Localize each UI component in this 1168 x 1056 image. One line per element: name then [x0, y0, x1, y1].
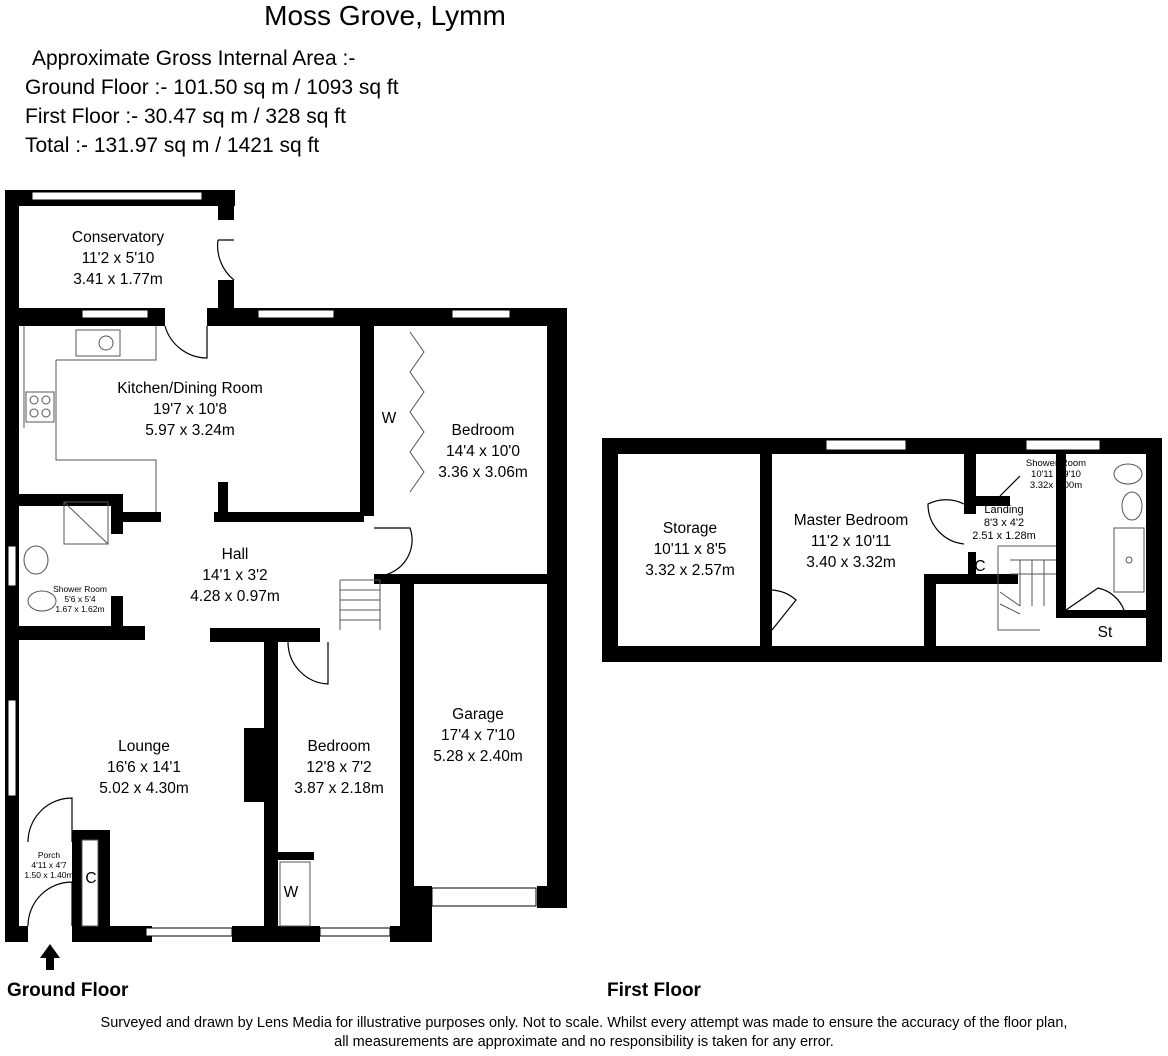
- first-floor-fixtures: [997, 463, 1145, 631]
- ground-floor-label: Ground Floor: [7, 980, 129, 1001]
- area-ground: Ground Floor :- 101.50 sq m / 1093 sq ft: [25, 76, 399, 99]
- room-metric: 1.67 x 1.62m: [55, 604, 105, 614]
- first-floor-windows: [825, 439, 1101, 451]
- entrance-arrow: [40, 944, 60, 970]
- first-floor-doors: [771, 475, 1125, 631]
- room-metric: 1.50 x 1.40m: [24, 870, 74, 880]
- room-name: Conservatory: [71, 229, 165, 246]
- area-first: First Floor :- 30.47 sq m / 328 sq ft: [25, 105, 346, 128]
- store-mark: St: [1097, 624, 1113, 641]
- room-name: Shower Room: [53, 584, 107, 594]
- room-name: Bedroom: [307, 738, 371, 755]
- room-metric: 3.32 x 2.57m: [645, 562, 735, 579]
- room-name: Lounge: [118, 738, 170, 755]
- wardrobe-mark-1: W: [381, 410, 397, 427]
- room-name: Bedroom: [451, 422, 515, 439]
- room-porch: Porch 4'11 x 4'7 1.50 x 1.40m: [20, 850, 78, 880]
- plan-title: Moss Grove, Lymm: [264, 0, 506, 31]
- room-metric: 3.40 x 3.32m: [806, 554, 896, 571]
- room-conservatory: Conservatory 11'2 x 5'10 3.41 x 1.77m: [38, 227, 198, 290]
- room-name: Garage: [452, 706, 504, 723]
- room-imperial: 19'7 x 10'8: [152, 401, 227, 418]
- cupboard-mark-ground: C: [85, 870, 97, 887]
- room-metric: 2.51 x 1.28m: [972, 530, 1036, 542]
- room-storage: Storage 10'11 x 8'5 3.32 x 2.57m: [630, 518, 750, 581]
- ground-floor-walls: [5, 190, 567, 942]
- area-heading: Approximate Gross Internal Area :-: [32, 47, 356, 70]
- room-imperial: 11'2 x 10'11: [810, 533, 892, 550]
- room-name: Storage: [662, 520, 718, 537]
- room-imperial: 10'11 x 8'5: [653, 541, 727, 558]
- disclaimer-line-2: all measurements are approximate and no …: [334, 1034, 834, 1050]
- room-hall: Hall 14'1 x 3'2 4.28 x 0.97m: [170, 544, 300, 607]
- room-landing: Landing 8'3 x 4'2 2.51 x 1.28m: [962, 504, 1046, 543]
- room-bedroom-2: Bedroom 12'8 x 7'2 3.87 x 2.18m: [284, 736, 394, 799]
- room-imperial: 14'1 x 3'2: [202, 567, 268, 584]
- room-metric: 5.02 x 4.30m: [99, 780, 189, 797]
- first-floor-label: First Floor: [607, 980, 701, 1001]
- room-shower-ground: Shower Room 5'6 x 5'4 1.67 x 1.62m: [44, 584, 116, 614]
- ground-floor-doors: [27, 239, 413, 927]
- first-floor-walls: [602, 438, 1162, 662]
- room-imperial: 8'3 x 4'2: [983, 517, 1025, 529]
- room-imperial: 4'11 x 4'7: [31, 860, 67, 870]
- room-bedroom-1: Bedroom 14'4 x 10'0 3.36 x 3.06m: [418, 420, 548, 483]
- room-imperial: 11'2 x 5'10: [81, 250, 155, 267]
- room-name: Master Bedroom: [793, 512, 909, 529]
- room-name: Shower Room: [1025, 458, 1087, 469]
- room-metric: 4.28 x 0.97m: [190, 588, 280, 605]
- room-name: Hall: [221, 546, 249, 563]
- room-imperial: 16'6 x 14'1: [106, 759, 181, 776]
- room-imperial: 10'11 x 9'10: [1031, 469, 1081, 480]
- room-metric: 3.32x 3.00m: [1029, 480, 1083, 491]
- room-metric: 5.97 x 3.24m: [145, 422, 235, 439]
- room-metric: 3.41 x 1.77m: [73, 271, 163, 288]
- room-kitchen: Kitchen/Dining Room 19'7 x 10'8 5.97 x 3…: [90, 378, 290, 441]
- cupboard-mark-first: C: [974, 558, 986, 575]
- room-shower-first: Shower Room 10'11 x 9'10 3.32x 3.00m: [1016, 458, 1096, 491]
- room-metric: 5.28 x 2.40m: [433, 748, 523, 765]
- room-imperial: 12'8 x 7'2: [306, 759, 372, 776]
- room-metric: 3.87 x 2.18m: [294, 780, 384, 797]
- ground-floor-windows: [7, 191, 537, 937]
- wardrobe-mark-2: W: [283, 884, 299, 901]
- room-imperial: 14'4 x 10'0: [445, 443, 520, 460]
- room-name: Porch: [37, 850, 61, 860]
- room-imperial: 5'6 x 5'4: [64, 594, 96, 604]
- room-lounge: Lounge 16'6 x 14'1 5.02 x 4.30m: [74, 736, 214, 799]
- room-metric: 3.36 x 3.06m: [438, 464, 528, 481]
- room-garage: Garage 17'4 x 7'10 5.28 x 2.40m: [418, 704, 538, 767]
- room-name: Kitchen/Dining Room: [117, 380, 263, 397]
- disclaimer-line-1: Surveyed and drawn by Lens Media for ill…: [100, 1015, 1068, 1031]
- ground-floor-fixtures: [23, 326, 425, 927]
- room-imperial: 17'4 x 7'10: [440, 727, 515, 744]
- room-master-bedroom: Master Bedroom 11'2 x 10'11 3.40 x 3.32m: [776, 510, 926, 573]
- area-total: Total :- 131.97 sq m / 1421 sq ft: [25, 134, 320, 157]
- disclaimer: Surveyed and drawn by Lens Media for ill…: [0, 1014, 1168, 1052]
- room-name: Landing: [984, 504, 1024, 516]
